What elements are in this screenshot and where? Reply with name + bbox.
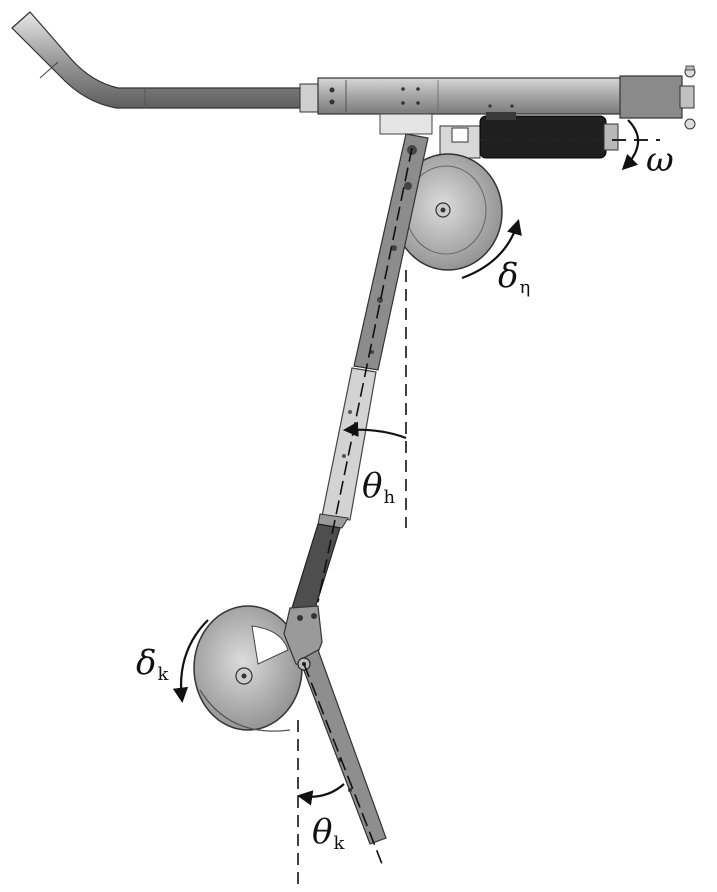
top-frame-beam bbox=[317, 65, 696, 130]
omega-label: ω bbox=[646, 140, 674, 180]
thigh-link bbox=[291, 133, 429, 613]
omega-arrow bbox=[621, 119, 640, 171]
shank-link bbox=[283, 605, 387, 865]
theta-k-label: θk bbox=[312, 812, 345, 854]
theta-k-arrow bbox=[296, 783, 345, 806]
knee-pulley bbox=[193, 605, 303, 732]
hip-motor bbox=[379, 112, 660, 159]
delta-k-label: δk bbox=[136, 643, 169, 685]
theta-h-arrow bbox=[342, 421, 407, 440]
handle-tube bbox=[11, 11, 321, 113]
theta-h-label: θh bbox=[362, 466, 396, 508]
delta-k-arrow bbox=[172, 619, 209, 704]
delta-eta-arrow bbox=[461, 219, 522, 280]
hip-pulley bbox=[393, 153, 503, 271]
delta-eta-label: δη bbox=[498, 256, 531, 298]
